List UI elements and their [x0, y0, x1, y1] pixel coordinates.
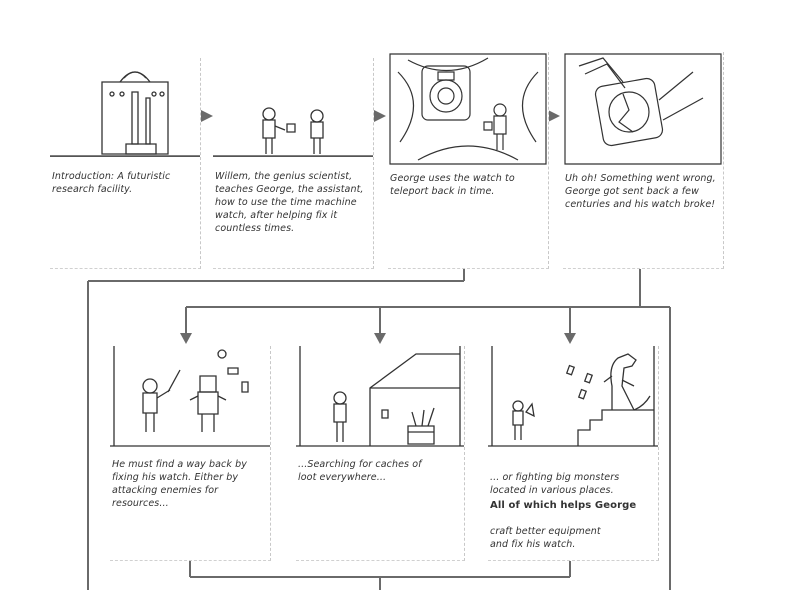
arrow-panel-2-to-3	[374, 110, 386, 122]
storyboard-panel-2: Willem, the genius scientist, teaches Ge…	[213, 58, 374, 269]
panel-2-caption: Willem, the genius scientist, teaches Ge…	[215, 171, 364, 234]
panel-7-caption-intro: ... or fighting big monsters located in …	[490, 472, 620, 496]
arrow-panel-1-to-2	[201, 110, 213, 122]
panel-frame	[296, 346, 464, 446]
arrow-to-panel-6	[374, 333, 386, 344]
broken-watch-sketch	[563, 52, 723, 168]
panel-7-caption-tail: craft better equipment and fix his watch…	[490, 526, 601, 550]
panel-frame	[110, 346, 270, 446]
panel-1-caption: Introduction: A futuristic research faci…	[52, 171, 171, 195]
panel-5-caption: He must find a way back by fixing his wa…	[112, 459, 247, 509]
panel-3-caption: George uses the watch to teleport back i…	[390, 173, 515, 197]
arrow-to-panel-7	[564, 333, 576, 344]
panel-frame	[50, 58, 200, 157]
searching-loot-sketch	[296, 346, 464, 460]
arrow-panel-3-to-4	[548, 110, 560, 122]
fighting-monster-sketch	[488, 346, 658, 460]
storyboard-panel-4: Uh oh! Something went wrong, George got …	[563, 52, 724, 269]
storyboard-panel-1: Introduction: A futuristic research faci…	[50, 58, 201, 269]
panel-frame	[488, 346, 658, 446]
panel-4-caption: Uh oh! Something went wrong, George got …	[565, 173, 716, 210]
storyboard-panel-3: George uses the watch to teleport back i…	[388, 52, 549, 269]
panel-6-caption: ...Searching for caches of loot everywhe…	[298, 459, 422, 483]
teleport-watch-sketch	[388, 52, 548, 168]
panel-frame	[213, 58, 373, 157]
storyboard-panel-7: ... or fighting big monsters located in …	[488, 346, 659, 561]
panel-7-caption: ... or fighting big monsters located in …	[490, 458, 652, 551]
panel-frame	[563, 52, 723, 166]
panel-7-caption-emphasis: All of which helps George	[490, 500, 637, 511]
panel-frame	[388, 52, 548, 166]
storyboard-panel-6: ...Searching for caches of loot everywhe…	[296, 346, 465, 561]
attacking-enemies-sketch	[110, 346, 270, 460]
storyboard-panel-5: He must find a way back by fixing his wa…	[110, 346, 271, 561]
arrow-to-panel-5	[180, 333, 192, 344]
